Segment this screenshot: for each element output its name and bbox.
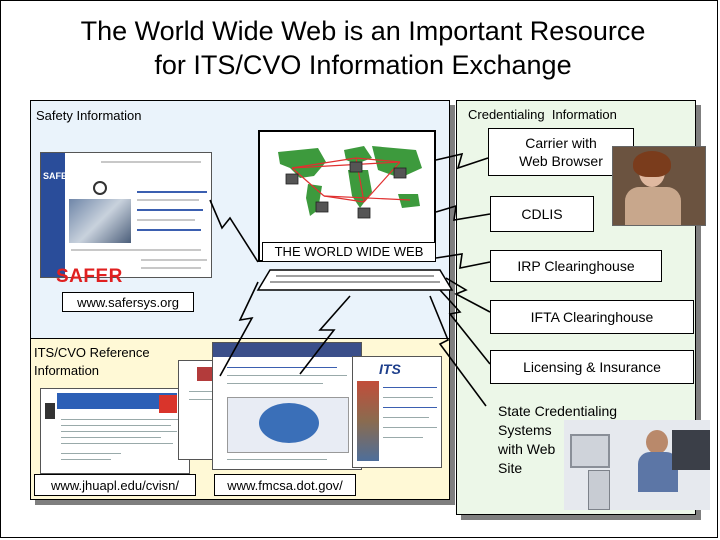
- carrier-line-2: Web Browser: [519, 153, 603, 169]
- jhuapl-url-link[interactable]: www.jhuapl.edu/cvisn/: [34, 474, 196, 496]
- jhuapl-banner: [57, 393, 177, 409]
- network-link: [323, 195, 365, 203]
- jhuapl-text-line: [61, 453, 121, 454]
- safer-sidebar: [41, 153, 65, 277]
- its-text-line: [383, 407, 437, 408]
- safer-url-link[interactable]: www.safersys.org: [62, 292, 194, 312]
- slide-title: The World Wide Web is an Important Resou…: [0, 14, 720, 82]
- continent-europe: [344, 146, 372, 164]
- state-credentialing-text: State Credentialing Systems with Web Sit…: [498, 402, 617, 478]
- its-text-line: [383, 427, 437, 428]
- safer-text-line: [141, 267, 201, 269]
- workstation-tower: [588, 470, 610, 510]
- state-line-4: Site: [498, 460, 523, 476]
- fmcsa-logo-ring: [259, 403, 319, 443]
- reference-heading-line-2: Information: [34, 363, 100, 378]
- fmcsa-text-line: [227, 383, 323, 384]
- computer-node-icon: [315, 201, 329, 213]
- workstation-monitor-left: [570, 434, 610, 468]
- safer-photo: [69, 199, 131, 243]
- safer-text-line: [141, 259, 207, 261]
- its-photo: [357, 381, 379, 461]
- its-text-line: [383, 387, 437, 388]
- jhuapl-text-line: [61, 431, 177, 432]
- fmcsa-text-line: [227, 375, 347, 376]
- continent-australia: [398, 194, 420, 208]
- network-link: [291, 167, 325, 197]
- safer-text-line: [137, 199, 199, 201]
- safer-clock-icon: [93, 181, 107, 195]
- computer-node-icon: [285, 173, 299, 185]
- title-line-1: The World Wide Web is an Important Resou…: [80, 16, 646, 46]
- jhuapl-text-line: [61, 419, 181, 420]
- licensing-insurance-box: Licensing & Insurance: [490, 350, 694, 384]
- carrier-user-photo: [612, 146, 706, 226]
- safer-text-line: [137, 209, 203, 211]
- credentialing-information-heading: Credentialing Information: [468, 107, 617, 122]
- state-workstation-photo: [564, 420, 710, 510]
- state-line-3: with Web: [498, 441, 556, 457]
- fmcsa-text-line: [227, 367, 337, 368]
- its-text-line: [383, 417, 429, 418]
- network-link: [323, 195, 411, 201]
- jhuapl-website-screenshot: [40, 388, 190, 474]
- jhuapl-text-line: [61, 443, 173, 444]
- network-link: [355, 157, 401, 163]
- cdlis-box: CDLIS: [490, 196, 594, 232]
- title-line-2: for ITS/CVO Information Exchange: [154, 50, 572, 80]
- workstation-person: [646, 430, 668, 454]
- safer-label: SAFER: [56, 266, 123, 287]
- jhuapl-badge: [159, 395, 177, 413]
- safer-logo: SAFER: [43, 171, 74, 181]
- computer-node-icon: [393, 167, 407, 179]
- jhuapl-text-line: [61, 459, 111, 460]
- jhuapl-text-line: [61, 437, 161, 438]
- photo-person-hair: [633, 151, 671, 177]
- jhuapl-truck-icon: [45, 403, 55, 419]
- its-website-screenshot: ITS: [352, 356, 442, 468]
- its-text-line: [383, 437, 423, 438]
- fmcsa-url-link[interactable]: www.fmcsa.dot.gov/: [214, 474, 356, 496]
- network-link: [291, 157, 357, 169]
- fmcsa-text-line: [227, 459, 327, 460]
- state-line-1: State Credentialing: [498, 403, 618, 419]
- reference-heading: ITS/CVO Reference Information: [34, 344, 150, 380]
- safer-text-line: [101, 161, 201, 163]
- carrier-web-browser-box: Carrier with Web Browser: [488, 128, 634, 176]
- photo-person-body: [625, 187, 681, 225]
- its-logo: ITS: [379, 361, 401, 377]
- safer-text-line: [71, 249, 201, 251]
- world-map-graphic: [278, 146, 422, 219]
- computer-node-icon: [357, 207, 371, 219]
- workstation-monitor-right: [672, 430, 710, 470]
- continent-africa: [348, 170, 372, 208]
- network-link: [291, 161, 401, 169]
- keyboard-graphic: [256, 269, 454, 291]
- ifta-clearinghouse-box: IFTA Clearinghouse: [490, 300, 694, 334]
- its-text-line: [383, 397, 433, 398]
- safer-text-line: [137, 191, 207, 193]
- jhuapl-text-line: [61, 425, 171, 426]
- computer-node-icon: [349, 161, 363, 173]
- irp-clearinghouse-box: IRP Clearinghouse: [490, 250, 662, 282]
- safer-text-line: [137, 229, 201, 231]
- reference-heading-line-1: ITS/CVO Reference: [34, 345, 150, 360]
- safer-website-screenshot: SAFER: [40, 152, 212, 278]
- workstation-person-body: [638, 452, 678, 492]
- continent-north-america: [278, 148, 326, 178]
- world-wide-web-caption: THE WORLD WIDE WEB: [262, 242, 436, 262]
- fmcsa-website-screenshot: [212, 342, 362, 470]
- state-line-2: Systems: [498, 422, 552, 438]
- fmcsa-nav: [213, 343, 361, 357]
- safety-information-heading: Safety Information: [36, 108, 142, 123]
- carrier-line-1: Carrier with: [525, 135, 597, 151]
- safer-text-line: [137, 219, 195, 221]
